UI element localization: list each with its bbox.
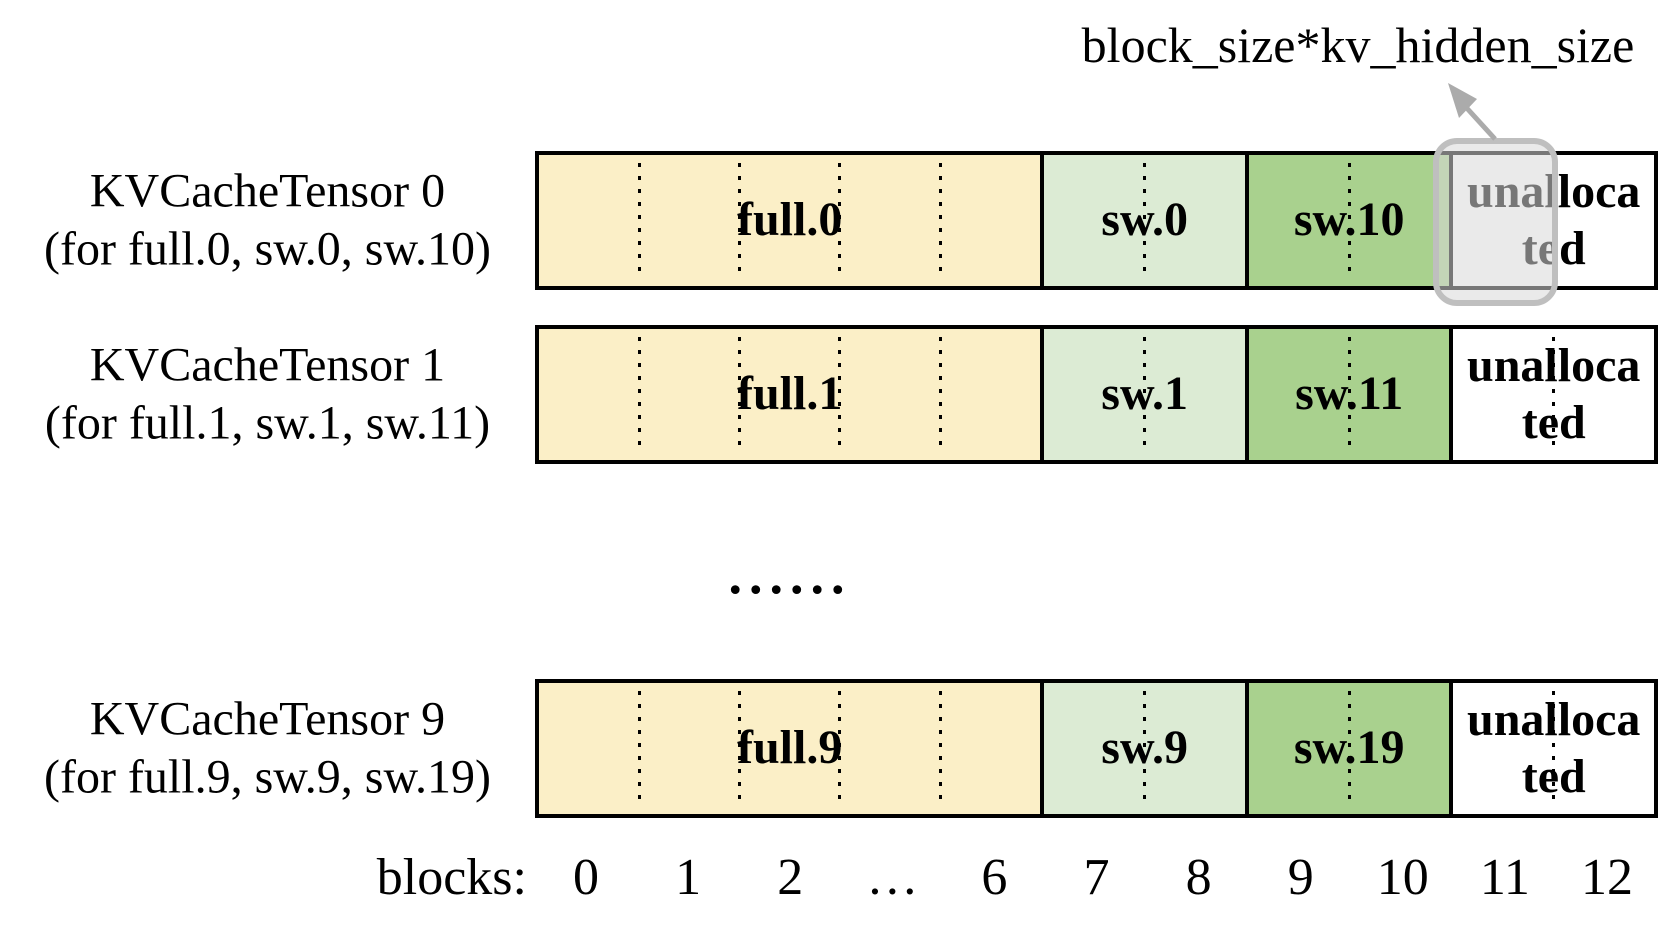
segment-label: sw.11 bbox=[1295, 367, 1404, 421]
axis-tick: … bbox=[866, 849, 919, 906]
segment-label: full.0 bbox=[737, 193, 843, 247]
block-divider bbox=[938, 691, 942, 806]
block-divider bbox=[1347, 691, 1351, 806]
block-divider bbox=[1347, 163, 1351, 278]
axis-tick: 9 bbox=[1287, 849, 1314, 906]
segment-sw-1: sw.1 bbox=[1040, 329, 1245, 460]
segment-label: sw.1 bbox=[1101, 367, 1188, 421]
segment-sw-11: sw.11 bbox=[1244, 329, 1450, 460]
block-divider bbox=[738, 337, 742, 452]
axis-tick: 7 bbox=[1083, 849, 1110, 906]
row-title: KVCacheTensor 1 bbox=[89, 337, 446, 391]
row-label: KVCacheTensor 1 (for full.1, sw.1, sw.11… bbox=[0, 336, 535, 453]
axis-tick: 11 bbox=[1479, 849, 1530, 906]
segment-sw-10: sw.10 bbox=[1244, 155, 1450, 286]
block-divider bbox=[1347, 337, 1351, 452]
segment-unallocated: unallocated bbox=[1449, 683, 1654, 814]
block-divider bbox=[637, 691, 641, 806]
block-divider bbox=[838, 691, 842, 806]
row-scope: (for full.9, sw.9, sw.19) bbox=[43, 750, 492, 804]
tensor-row-0: KVCacheTensor 0 (for full.0, sw.0, sw.10… bbox=[0, 138, 1676, 306]
segment-sw-19: sw.19 bbox=[1244, 683, 1450, 814]
row-title: KVCacheTensor 9 bbox=[89, 691, 446, 745]
blocks-axis-label: blocks: bbox=[376, 849, 527, 906]
axis-tick: 6 bbox=[981, 849, 1008, 906]
segment-full-1: full.1 bbox=[539, 329, 1041, 460]
block-divider bbox=[938, 163, 942, 278]
segment-label: sw.9 bbox=[1101, 721, 1188, 775]
block-divider bbox=[1552, 691, 1556, 806]
tensor-bar: full.0 sw.0 sw.10 unallocated bbox=[535, 138, 1658, 306]
block-divider bbox=[738, 163, 742, 278]
segment-label: full.1 bbox=[737, 367, 843, 421]
block-divider bbox=[1143, 337, 1147, 452]
highlighted-block-outline bbox=[1433, 138, 1558, 306]
row-scope: (for full.0, sw.0, sw.10) bbox=[43, 222, 492, 276]
segment-full-0: full.0 bbox=[539, 155, 1041, 286]
segment-label: sw.0 bbox=[1101, 193, 1188, 247]
row-label: KVCacheTensor 0 (for full.0, sw.0, sw.10… bbox=[0, 162, 535, 279]
segment-unallocated: unallocated bbox=[1449, 329, 1654, 460]
segment-label: sw.10 bbox=[1293, 193, 1405, 247]
segment-label: unallocated bbox=[1467, 692, 1641, 803]
block-divider bbox=[838, 163, 842, 278]
row-label: KVCacheTensor 9 (for full.9, sw.9, sw.19… bbox=[0, 690, 535, 807]
block-divider bbox=[1143, 691, 1147, 806]
segment-label: full.9 bbox=[737, 721, 843, 775]
row-scope: (for full.1, sw.1, sw.11) bbox=[44, 396, 491, 450]
axis-tick: 1 bbox=[675, 849, 702, 906]
row-title: KVCacheTensor 0 bbox=[89, 163, 446, 217]
block-divider bbox=[1552, 337, 1556, 452]
tensor-bar: full.1 sw.1 sw.11 unallocated bbox=[535, 325, 1658, 464]
tensor-bar: full.9 sw.9 sw.19 unallocated bbox=[535, 679, 1658, 818]
segment-label: sw.19 bbox=[1293, 721, 1405, 775]
axis-tick: 2 bbox=[777, 849, 804, 906]
block-size-annotation: block_size*kv_hidden_size bbox=[1081, 17, 1635, 73]
segment-sw-0: sw.0 bbox=[1040, 155, 1245, 286]
axis-tick: 10 bbox=[1376, 849, 1429, 906]
axis-tick: 0 bbox=[573, 849, 600, 906]
blocks-axis: 0 1 2 … 6 7 8 9 10 11 12 bbox=[535, 848, 1658, 907]
block-divider bbox=[838, 337, 842, 452]
tensor-row-9: KVCacheTensor 9 (for full.9, sw.9, sw.19… bbox=[0, 679, 1676, 818]
segment-full-9: full.9 bbox=[539, 683, 1041, 814]
axis-tick: 8 bbox=[1185, 849, 1212, 906]
rows-ellipsis-separator: ...... bbox=[728, 545, 852, 605]
segment-sw-9: sw.9 bbox=[1040, 683, 1245, 814]
block-divider bbox=[938, 337, 942, 452]
block-divider bbox=[738, 691, 742, 806]
block-divider bbox=[637, 337, 641, 452]
axis-tick: 12 bbox=[1580, 849, 1633, 906]
segment-label: unallocated bbox=[1467, 338, 1641, 449]
block-divider bbox=[637, 163, 641, 278]
block-divider bbox=[1143, 163, 1147, 278]
tensor-row-1: KVCacheTensor 1 (for full.1, sw.1, sw.11… bbox=[0, 325, 1676, 464]
